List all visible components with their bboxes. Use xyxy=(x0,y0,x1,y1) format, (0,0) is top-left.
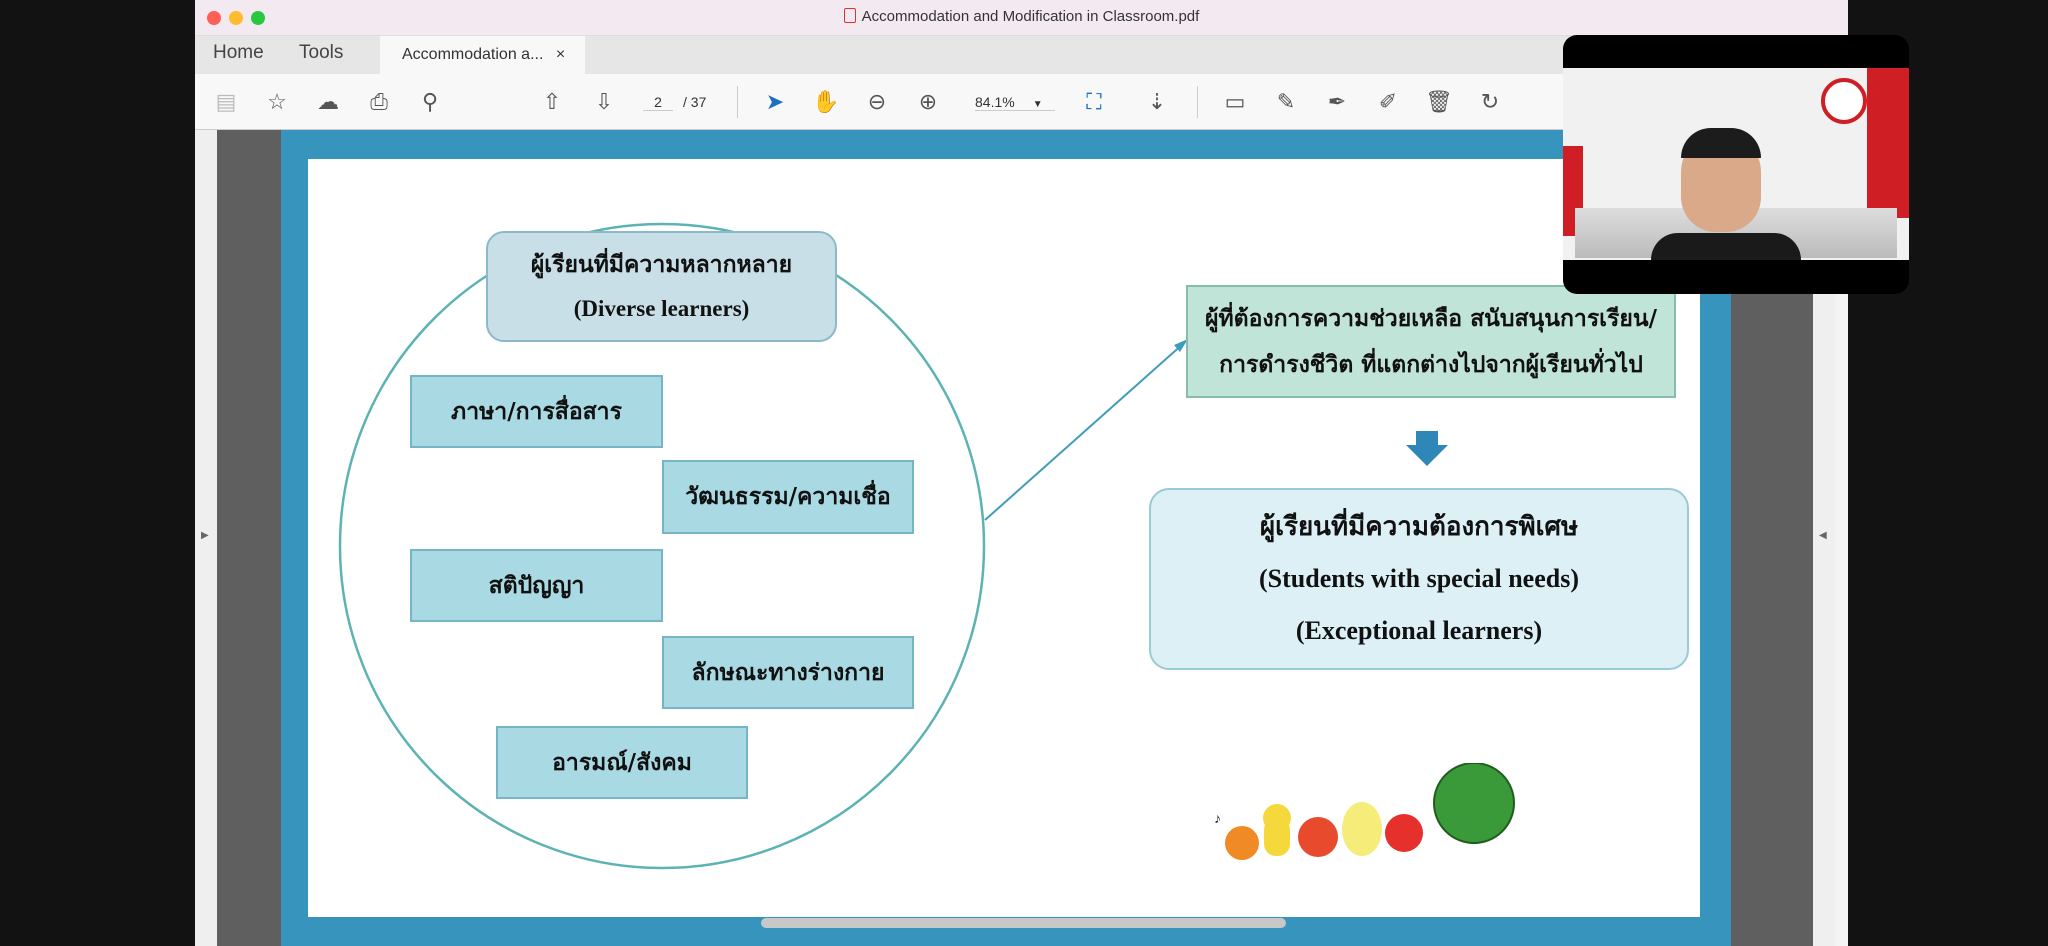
diverse-learners-circle xyxy=(338,222,986,870)
connector-arrow-line xyxy=(984,342,1185,521)
stamp-icon[interactable]: ✐ xyxy=(1378,89,1398,114)
zoom-level: 84.1% xyxy=(975,94,1015,110)
divider xyxy=(737,86,738,118)
svg-text:♪: ♪ xyxy=(1214,810,1221,826)
zoom-level-select[interactable]: 84.1% ▼ xyxy=(975,94,1055,111)
previous-page-icon[interactable]: ⇧ xyxy=(542,89,562,114)
video-feed xyxy=(1563,68,1909,260)
save-icon[interactable]: ▤ xyxy=(215,89,237,114)
hand-tool-icon[interactable]: ✋ xyxy=(812,89,840,114)
exceptional-learners-en: (Exceptional learners) xyxy=(1295,616,1543,645)
highlight-pen-icon[interactable]: ✎ xyxy=(1276,89,1296,114)
video-call-overlay[interactable] xyxy=(1563,35,1909,294)
slide-content: ผู้เรียนที่มีความหลากหลาย (Diverse learn… xyxy=(308,159,1700,917)
fruit-characters-illustration: ♪ xyxy=(1214,763,1515,860)
diverse-learners-thai: ผู้เรียนที่มีความหลากหลาย xyxy=(530,250,793,278)
special-needs-en: (Students with special needs) xyxy=(1259,564,1579,593)
arrowhead-icon xyxy=(1174,339,1188,352)
diagram-lines xyxy=(338,222,1448,870)
page-number-input[interactable]: 2 xyxy=(643,94,673,111)
zoom-out-icon[interactable]: ⊖ xyxy=(867,89,887,114)
pdf-file-icon xyxy=(843,8,856,23)
tab-document[interactable]: Accommodation a... × xyxy=(380,36,585,74)
item-emotional-box: อารมณ์/สังคม xyxy=(496,726,748,799)
rotate-icon[interactable]: ↻ xyxy=(1480,89,1500,114)
window-title: Accommodation and Modification in Classr… xyxy=(195,8,1848,25)
upload-cloud-icon[interactable]: ☁ xyxy=(317,89,339,114)
tab-home[interactable]: Home xyxy=(213,42,264,63)
window-title-text: Accommodation and Modification in Classr… xyxy=(861,8,1200,25)
right-tools-pane xyxy=(1835,130,1848,946)
draw-sign-icon[interactable]: ✒ xyxy=(1327,89,1347,114)
close-tab-icon[interactable]: × xyxy=(555,46,566,63)
print-icon[interactable]: ⎙ xyxy=(370,89,388,114)
fit-page-icon[interactable]: ⛶ xyxy=(1086,89,1102,114)
presenter-hair xyxy=(1681,128,1761,158)
left-panel-toggle[interactable]: ▶ xyxy=(195,130,217,946)
close-window-button[interactable] xyxy=(207,11,221,25)
item-culture-box: วัฒนธรรม/ความเชื่อ xyxy=(662,460,914,534)
down-arrow-icon xyxy=(1406,431,1448,466)
chevron-left-icon: ◀ xyxy=(1819,530,1827,541)
diverse-learners-box: ผู้เรียนที่มีความหลากหลาย (Diverse learn… xyxy=(486,231,837,342)
chevron-right-icon: ▶ xyxy=(201,530,209,541)
tab-tools[interactable]: Tools xyxy=(299,42,344,63)
pdf-page: ผู้เรียนที่มีความหลากหลาย (Diverse learn… xyxy=(281,130,1731,946)
banner-red-stripe xyxy=(1867,68,1909,218)
delete-trash-icon[interactable]: 🗑 xyxy=(1425,89,1453,114)
select-pointer-icon[interactable]: ➤ xyxy=(765,89,785,114)
item-intelligence-box: สติปัญญา xyxy=(410,549,663,622)
bookmark-star-icon[interactable]: ☆ xyxy=(267,89,287,114)
needs-line-2: การดำรงชีวิต ที่แตกต่างไปจากผู้เรียนทั่ว… xyxy=(1219,350,1643,378)
tab-document-label: Accommodation a... xyxy=(402,46,544,63)
special-needs-thai: ผู้เรียนที่มีความต้องการพิเศษ xyxy=(1259,512,1579,542)
zoom-in-icon[interactable]: ⊕ xyxy=(918,89,938,114)
horizontal-scrollbar[interactable] xyxy=(761,918,1286,928)
needs-line-1: ผู้ที่ต้องการความช่วยเหลือ สนับสนุนการเร… xyxy=(1205,304,1657,332)
page-total: / 37 xyxy=(683,94,707,110)
diverse-learners-en: (Diverse learners) xyxy=(573,295,750,321)
divider xyxy=(1197,86,1198,118)
university-seal-logo xyxy=(1821,78,1867,124)
document-view: ▶ ผู้เรียนที่มีความหลากหลาย (Diverse lea… xyxy=(195,130,1848,946)
maximize-window-button[interactable] xyxy=(251,11,265,25)
chevron-down-icon: ▼ xyxy=(1032,99,1043,110)
comment-icon[interactable]: ▭ xyxy=(1224,89,1246,114)
search-icon[interactable]: ⚲ xyxy=(421,89,439,114)
needs-support-box: ผู้ที่ต้องการความช่วยเหลือ สนับสนุนการเร… xyxy=(1186,285,1676,398)
item-language-box: ภาษา/การสื่อสาร xyxy=(410,375,663,448)
minimize-window-button[interactable] xyxy=(229,11,243,25)
right-panel-toggle[interactable]: ◀ xyxy=(1813,130,1835,946)
title-bar: Accommodation and Modification in Classr… xyxy=(195,0,1848,36)
item-physical-box: ลักษณะทางร่างกาย xyxy=(662,636,914,709)
next-page-icon[interactable]: ⇩ xyxy=(594,89,614,114)
scroll-mode-icon[interactable]: ⇣ xyxy=(1147,89,1167,114)
presenter-shoulders xyxy=(1651,233,1801,260)
special-needs-box: ผู้เรียนที่มีความต้องการพิเศษ (Students … xyxy=(1149,488,1689,670)
